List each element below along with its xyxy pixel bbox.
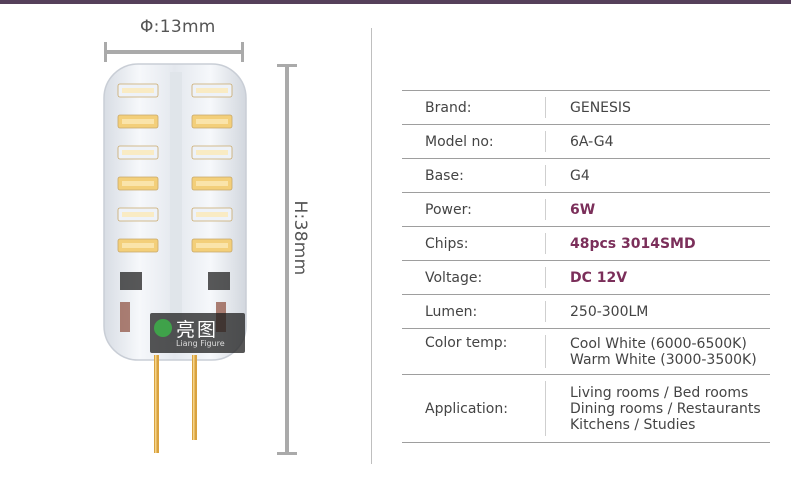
watermark: 亮图 Liang Figure bbox=[150, 313, 245, 353]
spec-row-base: Base: G4 bbox=[402, 159, 770, 193]
led-chip-glow bbox=[196, 88, 228, 93]
spec-value: G4 bbox=[570, 167, 590, 184]
spec-value: DC 12V bbox=[570, 269, 628, 286]
spec-value: 6W bbox=[570, 201, 596, 218]
led-chip-glow bbox=[196, 119, 228, 124]
watermark-logo-icon bbox=[154, 319, 172, 337]
width-dimension-label: Φ:13mm bbox=[140, 17, 216, 37]
led-chip-glow bbox=[122, 150, 154, 155]
spec-value: 250-300LM bbox=[570, 303, 649, 320]
spec-row-power: Power: 6W bbox=[402, 193, 770, 227]
spec-label: Chips: bbox=[425, 235, 469, 252]
spec-row-voltage: Voltage: DC 12V bbox=[402, 261, 770, 295]
bulb-pins bbox=[154, 355, 197, 453]
spec-label: Color temp: bbox=[425, 335, 508, 351]
spec-value-line: Kitchens / Studies bbox=[570, 416, 696, 433]
width-dimension-line bbox=[104, 50, 244, 54]
led-chip-glow bbox=[196, 212, 228, 217]
spec-row-application: Application: Living rooms / Bed rooms Di… bbox=[402, 375, 770, 443]
led-chip-glow bbox=[196, 243, 228, 248]
spec-value: Living rooms / Bed rooms Dining rooms / … bbox=[545, 385, 770, 433]
led-chip-glow bbox=[122, 212, 154, 217]
spec-label: Power: bbox=[425, 201, 472, 218]
watermark-subtext: Liang Figure bbox=[176, 339, 225, 348]
spec-row-brand: Brand: GENESIS bbox=[402, 90, 770, 125]
spec-label: Application: bbox=[425, 400, 508, 417]
spec-label: Voltage: bbox=[425, 269, 483, 286]
height-dimension-tick-bottom bbox=[277, 452, 297, 455]
spec-row-model: Model no: 6A-G4 bbox=[402, 125, 770, 159]
vertical-divider bbox=[371, 28, 372, 464]
spec-row-lumen: Lumen: 250-300LM bbox=[402, 295, 770, 329]
led-chip-glow bbox=[122, 88, 154, 93]
width-dimension-tick-right bbox=[241, 42, 244, 62]
height-dimension-line bbox=[285, 66, 289, 454]
spec-row-color-temp: Color temp: Cool White (6000-6500K) Warm… bbox=[402, 329, 770, 375]
height-dimension-tick-top bbox=[277, 64, 297, 67]
led-bulb-image bbox=[103, 63, 247, 361]
led-chip-glow bbox=[196, 181, 228, 186]
led-chip-glow bbox=[122, 181, 154, 186]
spec-value: Cool White (6000-6500K) Warm White (3000… bbox=[545, 329, 770, 368]
top-border bbox=[0, 0, 791, 4]
watermark-text: 亮图 bbox=[176, 319, 219, 341]
spec-label: Model no: bbox=[425, 133, 494, 150]
spec-value-line: Dining rooms / Restaurants bbox=[570, 400, 761, 417]
spec-value-line: Warm White (3000-3500K) bbox=[570, 352, 757, 368]
spec-table: Brand: GENESIS Model no: 6A-G4 Base: G4 … bbox=[402, 90, 770, 443]
led-chip-glow bbox=[122, 119, 154, 124]
spec-value: GENESIS bbox=[570, 99, 631, 116]
led-chip-glow bbox=[196, 150, 228, 155]
spec-value-line: Cool White (6000-6500K) bbox=[570, 336, 747, 352]
spec-label: Base: bbox=[425, 167, 464, 184]
spec-row-chips: Chips: 48pcs 3014SMD bbox=[402, 227, 770, 261]
led-chip-glow bbox=[122, 243, 154, 248]
spec-value: 6A-G4 bbox=[570, 133, 614, 150]
height-dimension-label: H:38mm bbox=[290, 200, 310, 276]
spec-value: 48pcs 3014SMD bbox=[570, 235, 696, 252]
spec-label: Brand: bbox=[425, 99, 472, 116]
spec-label: Lumen: bbox=[425, 303, 478, 320]
spec-value-line: Living rooms / Bed rooms bbox=[570, 384, 749, 401]
